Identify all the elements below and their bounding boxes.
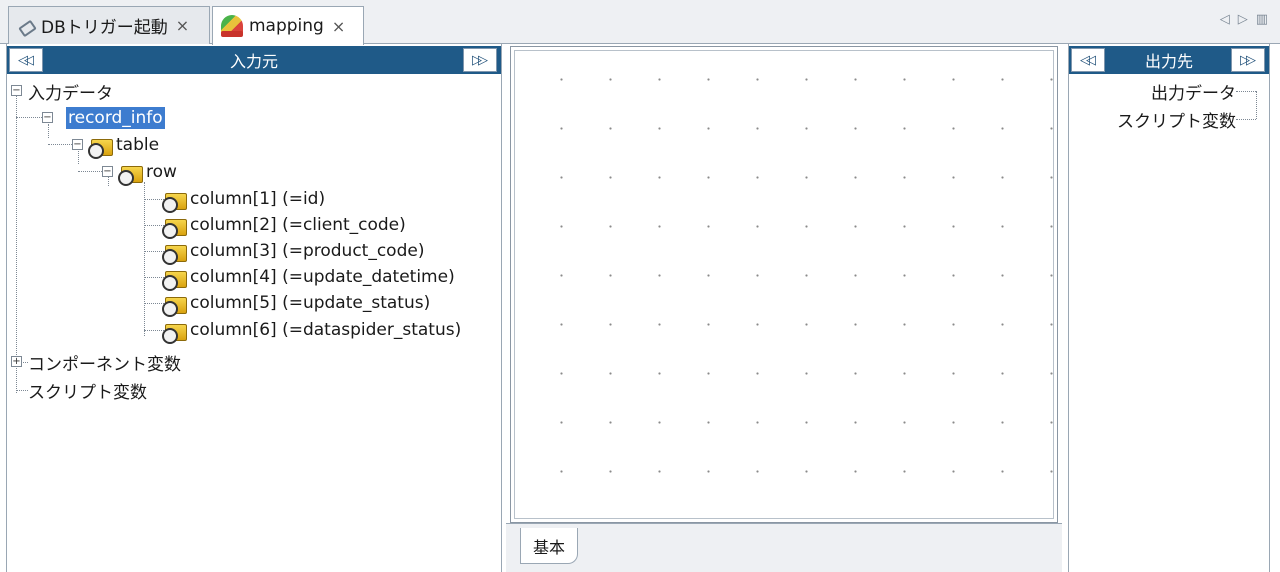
canvas-tab-bar: 基本: [506, 523, 1062, 572]
tab-mapping[interactable]: mapping ×: [212, 6, 364, 45]
tree-node-label: コンポーネント変数: [28, 354, 181, 375]
tree-node-table[interactable]: table: [88, 132, 160, 159]
tree-node-label: column[4] (=update_datetime): [190, 267, 455, 287]
tree-node-label: 出力データ: [1151, 83, 1236, 104]
folder-icon: [162, 189, 187, 213]
tree-node-label: column[1] (=id): [190, 189, 326, 209]
close-icon[interactable]: ×: [175, 16, 190, 35]
output-pane-header: ◁◁ 出力先 ▷▷: [1069, 46, 1269, 74]
tree-node-label: table: [116, 135, 160, 155]
collapse-toggle[interactable]: −: [72, 139, 83, 150]
collapse-right-button[interactable]: ▷▷: [1231, 48, 1265, 72]
input-pane-header: ◁◁ 入力元 ▷▷: [7, 46, 501, 74]
scroll-right-icon[interactable]: ▷: [1237, 12, 1248, 27]
expand-toggle[interactable]: +: [11, 356, 22, 367]
output-pane-title: 出力先: [1144, 52, 1193, 71]
folder-icon: [162, 215, 187, 239]
tree-node-input-data[interactable]: 入力データ: [28, 78, 113, 104]
folder-icon: [118, 162, 143, 186]
folder-icon: [162, 293, 187, 317]
collapse-right-button[interactable]: ▷▷: [463, 48, 497, 72]
tree-node-script-vars[interactable]: スクリプト変数: [28, 377, 147, 403]
tab-basic[interactable]: 基本: [520, 528, 578, 564]
tree-node-label: row: [146, 162, 177, 182]
folder-icon: [162, 267, 187, 291]
folder-icon: [162, 320, 187, 344]
plug-icon: [17, 17, 35, 35]
editor-tab-bar: DBトリガー起動 × mapping × ◁ ▷ ▥: [0, 0, 1280, 45]
tab-db-trigger[interactable]: DBトリガー起動 ×: [8, 6, 210, 44]
scroll-left-icon[interactable]: ◁: [1219, 12, 1230, 27]
input-pane: [6, 44, 502, 572]
tree-node-label: column[6] (=dataspider_status): [190, 320, 462, 340]
tree-node-label: スクリプト変数: [1117, 111, 1236, 132]
tab-list-icon[interactable]: ▥: [1255, 12, 1268, 27]
tree-node-label: column[5] (=update_status): [190, 293, 431, 313]
output-pane: [1068, 44, 1270, 572]
input-pane-title: 入力元: [229, 52, 278, 71]
tree-node-script-vars[interactable]: スクリプト変数: [1117, 106, 1236, 132]
folder-icon: [162, 241, 187, 265]
tree-node-column[interactable]: column[2] (=client_code): [162, 212, 406, 239]
tree-node-label: record_info: [66, 107, 165, 129]
tab-basic-label: 基本: [532, 537, 565, 557]
tree-node-label: スクリプト変数: [28, 382, 147, 403]
tab-mapping-label: mapping: [249, 16, 324, 36]
tree-node-label: column[3] (=product_code): [190, 241, 425, 261]
mapping-icon: [221, 15, 243, 37]
tab-db-trigger-label: DBトリガー起動: [41, 18, 168, 38]
collapse-toggle[interactable]: −: [42, 112, 53, 123]
tree-node-component-vars[interactable]: コンポーネント変数: [28, 349, 181, 375]
tree-node-column[interactable]: column[5] (=update_status): [162, 290, 431, 317]
tree-node-label: 入力データ: [28, 83, 113, 104]
tree-node-row[interactable]: row: [118, 159, 177, 186]
collapse-left-button[interactable]: ◁◁: [9, 48, 43, 72]
collapse-left-button[interactable]: ◁◁: [1071, 48, 1105, 72]
output-tree: 出力データ スクリプト変数: [1070, 76, 1268, 176]
tree-node-column[interactable]: column[3] (=product_code): [162, 238, 425, 265]
close-icon[interactable]: ×: [331, 16, 346, 36]
tree-node-column[interactable]: column[6] (=dataspider_status): [162, 317, 462, 344]
collapse-toggle[interactable]: −: [102, 166, 113, 177]
tab-controls: ◁ ▷ ▥: [1220, 12, 1268, 27]
folder-icon: [88, 135, 113, 159]
tree-node-output-data[interactable]: 出力データ: [1151, 78, 1236, 104]
collapse-toggle[interactable]: −: [11, 85, 22, 96]
input-tree: − − − − + 入力データ record_info table row co…: [8, 76, 498, 572]
tree-node-column[interactable]: column[1] (=id): [162, 186, 326, 213]
tree-node-label: column[2] (=client_code): [190, 215, 406, 235]
tree-node-record-info[interactable]: record_info: [66, 105, 165, 131]
tree-node-column[interactable]: column[4] (=update_datetime): [162, 264, 455, 291]
mapping-canvas[interactable]: [510, 46, 1058, 523]
